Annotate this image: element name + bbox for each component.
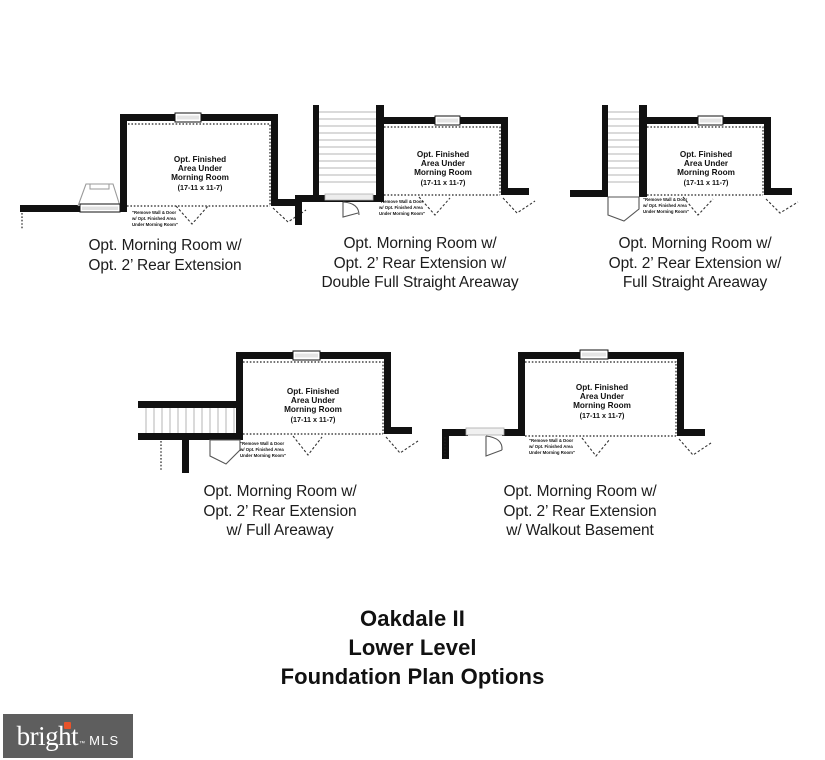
note-line-3: Under Morning Room" xyxy=(529,450,575,455)
door-swing-arrows xyxy=(682,196,799,216)
stair-door xyxy=(324,193,374,218)
bay-window xyxy=(77,183,121,213)
note-line-3: Under Morning Room" xyxy=(240,453,286,458)
svg-text:Area Under: Area Under xyxy=(291,396,336,405)
note-line-1: "Remove Wall & Door xyxy=(379,199,423,204)
plan-option-1: "Remove Wall & Door w/ Opt. Finished Are… xyxy=(20,100,310,275)
plan-2-caption: Opt. Morning Room w/ Opt. 2’ Rear Extens… xyxy=(321,235,519,291)
svg-text:(17-11 x 11-7): (17-11 x 11-7) xyxy=(421,178,466,187)
areaway-exit xyxy=(209,439,241,465)
sheet-title-block: Oakdale II Lower Level Foundation Plan O… xyxy=(280,606,545,689)
watermark-brand: bright xyxy=(17,721,79,752)
svg-text:Morning Room: Morning Room xyxy=(171,173,229,182)
dashed-extension-outline xyxy=(384,126,501,196)
window-top xyxy=(697,115,724,126)
note-line-2: w/ Opt. Finished Area xyxy=(239,447,284,452)
note-line-3: Under Morning Room" xyxy=(132,222,178,227)
note-line-3: Under Morning Room" xyxy=(379,211,425,216)
remove-wall-note: "Remove Wall & Door w/ Opt. Finished Are… xyxy=(642,197,689,214)
areaway-exit xyxy=(607,196,640,222)
room-label: Opt. Finished Area Under Morning Room (1… xyxy=(284,387,342,424)
plan-1-drawing: "Remove Wall & Door w/ Opt. Finished Are… xyxy=(20,112,307,230)
watermark-suffix: MLS xyxy=(89,732,120,748)
remove-wall-note: "Remove Wall & Door w/ Opt. Finished Are… xyxy=(528,438,575,455)
watermark-dot-icon xyxy=(64,721,72,729)
walkout-door xyxy=(465,427,505,457)
window-top xyxy=(434,115,461,126)
window-top xyxy=(292,350,321,361)
plan-option-2: "Remove Wall & Door w/ Opt. Finished Are… xyxy=(295,95,545,293)
svg-text:Opt. Finished: Opt. Finished xyxy=(417,150,469,159)
note-line-1: "Remove Wall & Door xyxy=(132,210,176,215)
remove-wall-note: "Remove Wall & Door w/ Opt. Finished Are… xyxy=(131,210,178,227)
plan-2-drawing: "Remove Wall & Door w/ Opt. Finished Are… xyxy=(295,105,536,225)
door-swing-arrows xyxy=(175,205,307,225)
door-swing-arrows xyxy=(418,196,536,216)
note-line-1: "Remove Wall & Door xyxy=(643,197,687,202)
bright-mls-watermark: bright ™ MLS xyxy=(3,714,133,758)
plan-option-4: "Remove Wall & Door w/ Opt. Finished Are… xyxy=(130,338,430,541)
watermark-trademark: ™ xyxy=(79,740,86,747)
note-line-2: w/ Opt. Finished Area xyxy=(528,444,573,449)
svg-text:Morning Room: Morning Room xyxy=(677,168,735,177)
double-full-straight-areaway-stair xyxy=(319,105,376,202)
plan-5-caption: Opt. Morning Room w/ Opt. 2’ Rear Extens… xyxy=(503,483,657,539)
plan-1-caption: Opt. Morning Room w/ Opt. 2’ Rear Extens… xyxy=(88,237,242,274)
svg-text:Morning Room: Morning Room xyxy=(573,401,631,410)
svg-text:Area Under: Area Under xyxy=(684,159,729,168)
door-swing-arrows xyxy=(581,437,712,457)
svg-text:Opt. Finished: Opt. Finished xyxy=(174,155,226,164)
dashed-extension-outline xyxy=(160,361,384,471)
remove-wall-note: "Remove Wall & Door w/ Opt. Finished Are… xyxy=(378,199,425,216)
room-label: Opt. Finished Area Under Morning Room (1… xyxy=(677,150,735,187)
svg-text:Morning Room: Morning Room xyxy=(284,405,342,414)
room-label: Opt. Finished Area Under Morning Room (1… xyxy=(414,150,472,187)
svg-text:(17-11 x 11-7): (17-11 x 11-7) xyxy=(684,178,729,187)
note-line-2: w/ Opt. Finished Area xyxy=(131,216,176,221)
plan-4-drawing: "Remove Wall & Door w/ Opt. Finished Are… xyxy=(138,350,419,473)
plan-option-3: "Remove Wall & Door w/ Opt. Finished Are… xyxy=(570,95,820,293)
plan-4-caption: Opt. Morning Room w/ Opt. 2’ Rear Extens… xyxy=(203,483,357,539)
plan-5-drawing: "Remove Wall & Door w/ Opt. Finished Are… xyxy=(442,349,712,460)
svg-text:Morning Room: Morning Room xyxy=(414,168,472,177)
dashed-extension-outline xyxy=(444,361,677,460)
note-line-2: w/ Opt. Finished Area xyxy=(378,205,423,210)
note-line-1: "Remove Wall & Door xyxy=(240,441,284,446)
window-top xyxy=(579,349,609,360)
full-straight-areaway-stair xyxy=(608,105,639,195)
svg-text:(17-11 x 11-7): (17-11 x 11-7) xyxy=(580,411,625,420)
room-label: Opt. Finished Area Under Morning Room (1… xyxy=(171,155,229,192)
door-swing-arrows xyxy=(292,435,419,456)
remove-wall-note: "Remove Wall & Door w/ Opt. Finished Are… xyxy=(239,441,286,458)
svg-text:Area Under: Area Under xyxy=(178,164,223,173)
dashed-extension-outline xyxy=(21,123,271,230)
plan-option-5: "Remove Wall & Door w/ Opt. Finished Are… xyxy=(430,338,730,541)
svg-text:Opt. Finished: Opt. Finished xyxy=(576,383,628,392)
note-line-1: "Remove Wall & Door xyxy=(529,438,573,443)
svg-text:Area Under: Area Under xyxy=(580,392,625,401)
svg-text:(17-11 x 11-7): (17-11 x 11-7) xyxy=(291,415,336,424)
svg-text:Opt. Finished: Opt. Finished xyxy=(287,387,339,396)
window-top xyxy=(174,112,202,123)
plan-3-drawing: "Remove Wall & Door w/ Opt. Finished Are… xyxy=(570,105,799,222)
note-line-3: Under Morning Room" xyxy=(643,209,689,214)
svg-text:(17-11 x 11-7): (17-11 x 11-7) xyxy=(178,183,223,192)
plan-3-caption: Opt. Morning Room w/ Opt. 2’ Rear Extens… xyxy=(608,235,782,291)
svg-text:Opt. Finished: Opt. Finished xyxy=(680,150,732,159)
room-label: Opt. Finished Area Under Morning Room (1… xyxy=(573,383,631,420)
note-line-2: w/ Opt. Finished Area xyxy=(642,203,687,208)
dashed-extension-outline xyxy=(647,126,764,196)
svg-text:Area Under: Area Under xyxy=(421,159,466,168)
